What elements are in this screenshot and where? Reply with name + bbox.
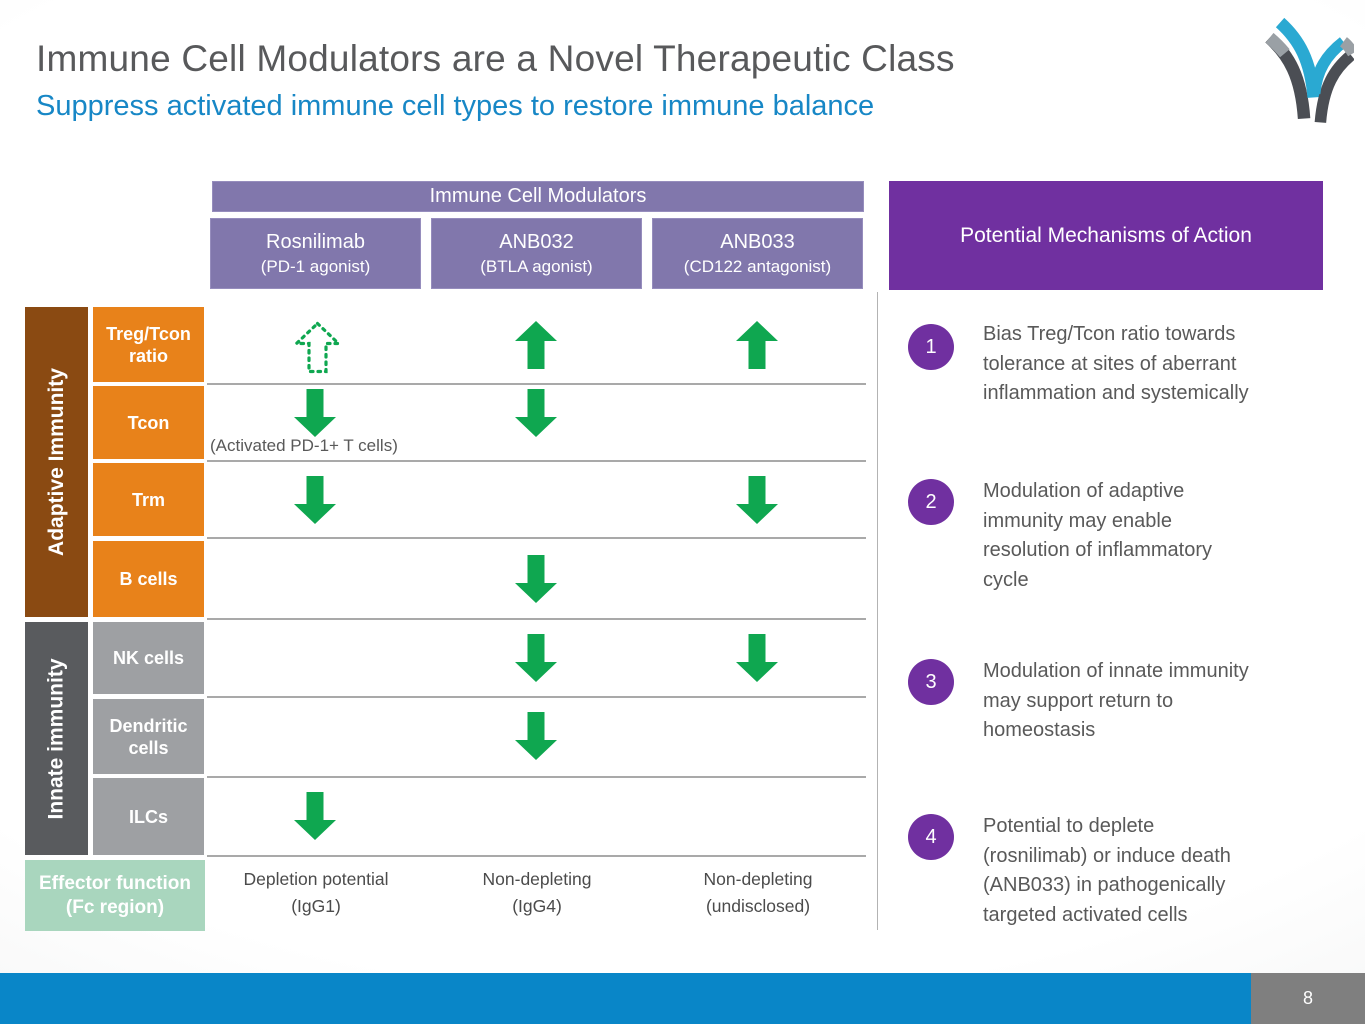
down-arrow-icon [294, 475, 336, 524]
down-arrow-icon [294, 388, 336, 437]
mechanisms-header: Potential Mechanisms of Action [889, 181, 1323, 290]
row-label-nk-cells: NK cells [93, 622, 204, 694]
row-separator-line [207, 383, 866, 385]
group-label-text: Adaptive Immunity [44, 368, 68, 556]
group-label-innate-immunity: Innate immunity [25, 622, 88, 855]
page-title: Immune Cell Modulators are a Novel Thera… [36, 38, 955, 79]
row-label-tcon: Tcon [93, 386, 204, 459]
footer-bar [0, 973, 1251, 1024]
column-subtitle: (CD122 antagonist) [683, 256, 832, 276]
row-label-treg-tcon-ratio: Treg/Tcon ratio [93, 307, 204, 382]
down-arrow-icon [736, 634, 778, 682]
page-subtitle: Suppress activated immune cell types to … [36, 90, 875, 122]
down-arrow-icon [294, 792, 336, 840]
column-name: ANB033 [720, 230, 795, 253]
row-separator-line [207, 460, 866, 462]
tcon-cell-note: (Activated PD-1+ T cells) [210, 436, 398, 455]
down-arrow-icon [515, 712, 557, 760]
effector-value-anb032: Non-depleting (IgG4) [482, 869, 592, 916]
mechanism-number-badge: 3 [908, 659, 954, 705]
row-separator-line [207, 855, 866, 857]
column-header-anb032: ANB032 (BTLA agonist) [431, 218, 642, 289]
company-logo-icon [1258, 16, 1358, 128]
badge-number: 4 [925, 825, 937, 848]
mechanism-text-2: Modulation of adaptive immunity may enab… [983, 480, 1212, 591]
row-label-ilcs: ILCs [93, 778, 204, 855]
row-separator-line [207, 696, 866, 698]
column-subtitle: (BTLA agonist) [480, 256, 593, 276]
effector-value-anb033: Non-depleting (undisclosed) [703, 869, 813, 916]
group-label-text: Innate immunity [44, 657, 68, 820]
table-banner: Immune Cell Modulators [212, 181, 864, 212]
row-label-b-cells: B cells [93, 541, 204, 617]
down-arrow-icon [515, 555, 557, 603]
row-label-trm: Trm [93, 463, 204, 536]
mechanism-number-badge: 4 [908, 814, 954, 860]
column-header-rosnilimab: Rosnilimab (PD-1 agonist) [210, 218, 421, 289]
effector-value-rosnilimab: Depletion potential (IgG1) [243, 869, 389, 916]
row-separator-line [207, 618, 866, 620]
row-label-dendritic-cells: Dendritic cells [93, 699, 204, 774]
effector-function-label: Effector function (Fc region) [25, 860, 205, 931]
mechanism-text-4: Potential to deplete (rosnilimab) or ind… [983, 815, 1231, 926]
up-arrow-icon [515, 321, 557, 369]
column-name: ANB032 [499, 230, 574, 253]
column-name: Rosnilimab [266, 230, 365, 253]
down-arrow-icon [515, 634, 557, 682]
badge-number: 2 [925, 490, 937, 513]
mechanism-text-3: Modulation of innate immunity may suppor… [983, 660, 1249, 741]
mechanism-number-badge: 2 [908, 479, 954, 525]
row-separator-line [207, 537, 866, 539]
up-arrow-icon [736, 321, 778, 369]
badge-number: 3 [925, 670, 937, 693]
mechanism-text-1: Bias Treg/Tcon ratio towards tolerance a… [983, 323, 1249, 404]
down-arrow-icon [515, 388, 557, 437]
badge-number: 1 [925, 335, 937, 358]
down-arrow-icon [736, 475, 778, 524]
up-arrow-icon [292, 321, 343, 374]
column-header-anb033: ANB033 (CD122 antagonist) [652, 218, 863, 289]
row-separator-line [207, 776, 866, 778]
page-number-text: 8 [1302, 988, 1313, 1008]
mechanism-number-badge: 1 [908, 324, 954, 370]
page-number: 8 [1251, 973, 1365, 1024]
vertical-divider [877, 292, 878, 930]
column-subtitle: (PD-1 agonist) [260, 256, 371, 276]
group-label-adaptive-immunity: Adaptive Immunity [25, 307, 88, 617]
